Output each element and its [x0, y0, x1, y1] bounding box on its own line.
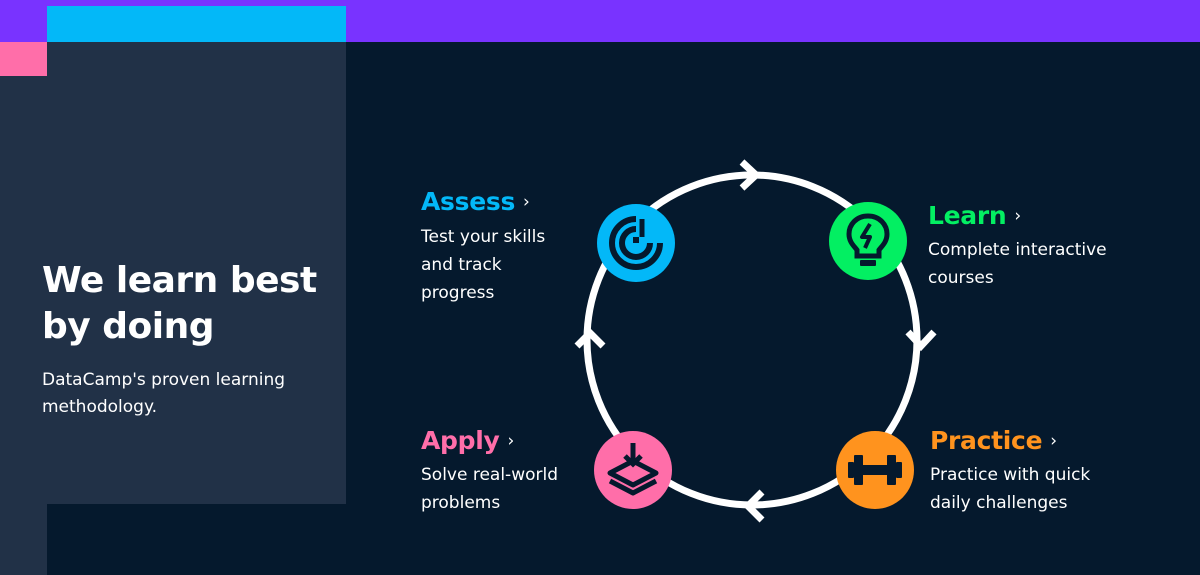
- apply-title[interactable]: Apply›: [421, 426, 515, 455]
- apply-icon-circle[interactable]: [594, 431, 672, 509]
- cycle-arrow-bottom: [743, 489, 765, 523]
- cycle-arrow-right: [905, 329, 937, 352]
- hero-panel: [47, 42, 346, 504]
- chevron-right-icon: ›: [507, 431, 515, 451]
- cycle-arrow-left: [574, 328, 606, 349]
- cycle-arrow-top: [739, 159, 762, 191]
- chevron-right-icon: ›: [523, 192, 530, 212]
- chevron-right-icon: ›: [1014, 206, 1021, 226]
- learn-title[interactable]: Learn›: [928, 201, 1021, 230]
- layers-download-icon: [607, 443, 659, 496]
- learning-cycle-ring: [574, 159, 937, 523]
- practice-title[interactable]: Practice›: [930, 426, 1057, 455]
- learn-description: Complete interactive courses: [928, 240, 1107, 288]
- pink-accent-block: [0, 42, 47, 76]
- assess-description: Test your skills and track progress: [421, 227, 546, 303]
- apply-description: Solve real-world problems: [421, 465, 558, 513]
- hero-subtitle: DataCamp's proven learning methodology.: [42, 370, 286, 417]
- cyan-accent-block: [47, 6, 346, 42]
- left-accent-strip: [0, 76, 47, 575]
- practice-description: Practice with quick daily challenges: [930, 465, 1091, 513]
- hero-title: We learn best by doing: [42, 260, 317, 347]
- practice-icon-circle[interactable]: [836, 431, 914, 509]
- chevron-right-icon: ›: [1050, 431, 1057, 451]
- learn-icon-circle[interactable]: [829, 202, 907, 280]
- assess-icon-circle[interactable]: [597, 204, 675, 282]
- lightbulb-icon: [846, 213, 890, 266]
- dumbbell-icon: [848, 455, 902, 485]
- radar-icon: [609, 216, 663, 270]
- assess-title[interactable]: Assess›: [421, 187, 530, 216]
